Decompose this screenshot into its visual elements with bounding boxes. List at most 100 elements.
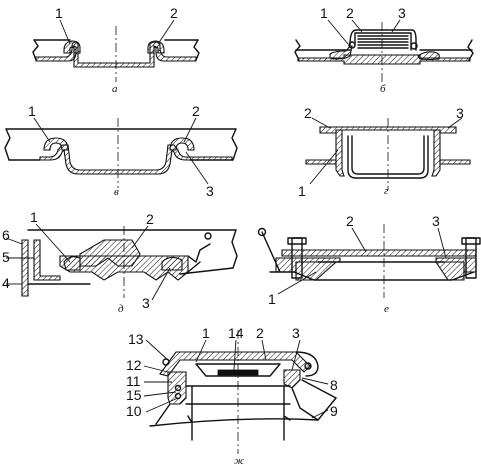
callout-g-3: 3 <box>456 105 464 121</box>
panel-g-leader-3 <box>447 117 463 129</box>
panel-b-right-rim <box>417 51 440 61</box>
panel-zh-rim-left <box>167 371 187 405</box>
caption-zh: ж <box>234 455 245 467</box>
panel-d-leader-2 <box>131 225 149 249</box>
panel-a-seal-left <box>63 40 81 54</box>
panel-g-leader-1 <box>309 149 339 185</box>
callout-d-1: 1 <box>30 209 38 225</box>
panel-v-leader-3 <box>185 151 209 185</box>
panel-a <box>32 19 200 82</box>
panel-b-cover-lines <box>357 35 409 49</box>
callout-d-4: 4 <box>2 275 10 291</box>
panel-d-leader-6 <box>5 237 23 245</box>
panel-zh-leader-12 <box>143 365 169 373</box>
panel-v <box>4 117 238 188</box>
panel-e-leader-2 <box>351 227 367 253</box>
panel-d-leader-1 <box>35 223 71 263</box>
callout-e-3: 3 <box>432 213 440 229</box>
caption-d: д <box>118 303 124 315</box>
panel-v-seal-right <box>169 137 195 151</box>
panel-zh-leader-3 <box>291 339 301 371</box>
panel-v-break-left <box>4 128 11 161</box>
callout-zh-15: 15 <box>126 387 142 403</box>
panel-d-break-right <box>231 229 238 269</box>
callout-zh-2: 2 <box>256 325 264 341</box>
callout-v-1: 1 <box>28 103 36 119</box>
callout-zh-13: 13 <box>128 331 144 347</box>
panel-zh-leader-9 <box>311 409 329 419</box>
panel-b-hinge-left <box>348 41 356 49</box>
panel-zh-leader-1 <box>195 339 207 363</box>
callout-zh-10: 10 <box>126 403 142 419</box>
panel-d-gasket-right <box>161 256 183 271</box>
panel-g-deck-left <box>305 159 337 165</box>
panel-e-bolt-head-left <box>287 237 307 245</box>
panel-e-handle-knob <box>257 227 267 237</box>
panel-e-bolt-head-right <box>461 237 481 245</box>
panel-a-leader-2 <box>157 19 175 45</box>
caption-v: в <box>114 186 119 198</box>
panel-v-seal-left <box>43 137 69 151</box>
panel-zh-hinge <box>295 351 319 377</box>
panel-zh-hinge-pin <box>304 362 312 370</box>
panel-g <box>305 117 471 190</box>
callout-d-2: 2 <box>146 211 154 227</box>
panel-d-handle-knob <box>204 232 212 240</box>
panel-a-break-right <box>193 39 200 61</box>
callout-zh-9: 9 <box>330 403 338 419</box>
panel-a-leader-1 <box>59 19 71 45</box>
panel-zh-leader-13 <box>145 339 169 361</box>
panel-d-frame <box>33 239 61 281</box>
panel-zh-clamp-knob <box>162 358 170 366</box>
callout-zh-1: 1 <box>202 325 210 341</box>
panel-zh-hull-side <box>301 379 337 399</box>
panel-v-leader-2 <box>183 117 197 143</box>
caption-a: а <box>112 83 118 95</box>
callout-g-1: 1 <box>298 183 306 199</box>
panel-v-hull-plate <box>39 144 233 175</box>
caption-b: б <box>380 83 386 95</box>
panel-d-cover-wedge <box>79 239 141 267</box>
panel-d-side-plate <box>21 239 29 297</box>
callout-zh-14: 14 <box>228 325 244 341</box>
panel-zh-rim-right <box>283 369 301 389</box>
panel-b-plate <box>297 54 471 65</box>
panel-b-break-right <box>467 39 474 61</box>
panel-zh-flare <box>155 387 319 425</box>
panel-b-break-left <box>294 39 301 61</box>
panel-b-leader-1 <box>327 19 349 45</box>
panel-e-coaming <box>269 261 475 281</box>
caption-g: г <box>384 185 389 197</box>
callout-d-3: 3 <box>142 295 150 311</box>
panel-g-right-wall <box>431 129 441 177</box>
panel-a-break-left <box>32 39 39 61</box>
panel-zh <box>143 330 337 454</box>
panel-e-cover-plate <box>281 249 477 257</box>
callout-v-2: 2 <box>192 103 200 119</box>
panel-d-leader-3 <box>151 267 171 301</box>
callout-zh-8: 8 <box>330 377 338 393</box>
panel-g-leader-2 <box>311 117 331 129</box>
panel-b-leader-3 <box>391 19 401 33</box>
callout-e-2: 2 <box>346 213 354 229</box>
panel-b <box>294 19 474 84</box>
callout-d-5: 5 <box>2 249 10 265</box>
panel-e-handle <box>261 231 281 273</box>
callout-zh-11: 11 <box>126 373 141 389</box>
panel-zh-cover-inner <box>195 363 281 377</box>
panel-d-coaming <box>187 243 211 273</box>
panel-zh-leader-15 <box>143 391 177 397</box>
panel-zh-clamp-bolt-2 <box>174 392 182 400</box>
panel-e-leader-1 <box>277 271 317 295</box>
callout-b-1: 1 <box>320 5 328 21</box>
panel-zh-leader-14 <box>233 339 237 371</box>
callout-a-1: 1 <box>55 5 63 21</box>
caption-e: е <box>384 303 389 315</box>
panel-g-deck-right <box>439 159 471 165</box>
panel-d-deck-bottom <box>27 267 234 285</box>
callout-zh-3: 3 <box>292 325 300 341</box>
callout-b-2: 2 <box>346 5 354 21</box>
panel-a-seal-right <box>147 40 165 54</box>
panel-zh-hull-top <box>149 397 337 427</box>
